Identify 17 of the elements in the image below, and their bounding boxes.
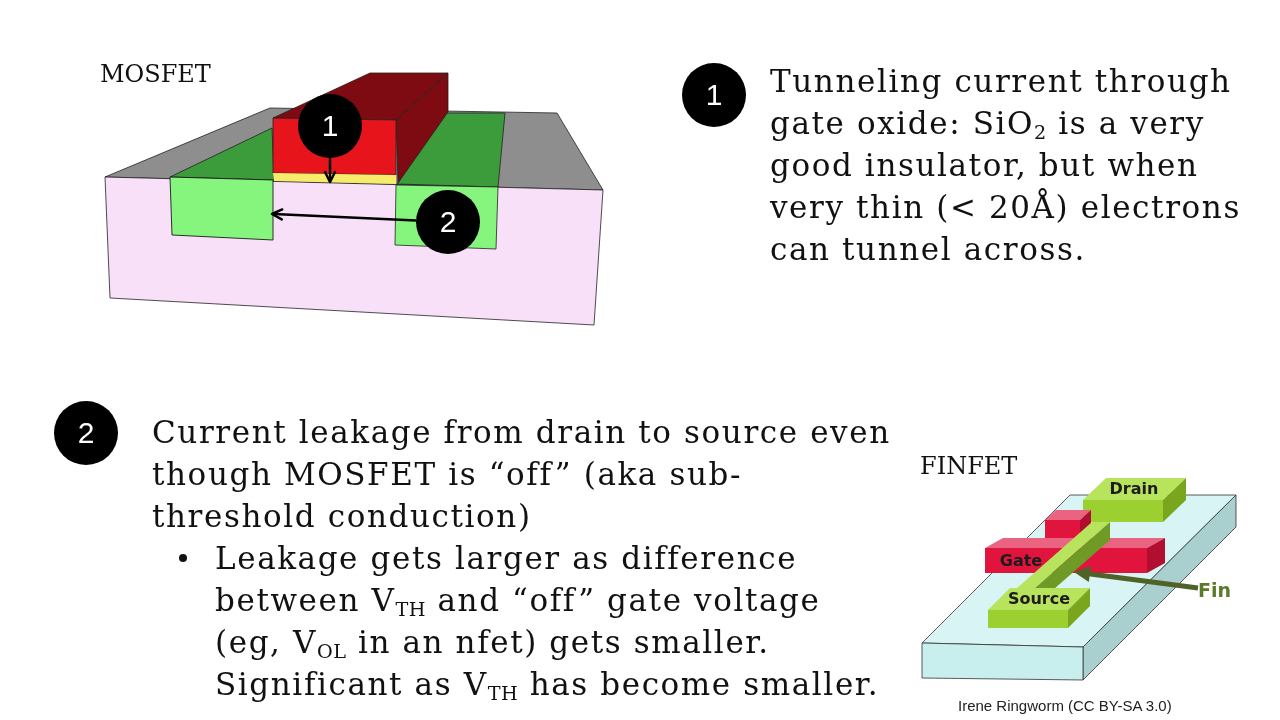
description-text: Tunneling current through gate oxide: SiO$_{2}$ is a very good insulator, but when very thin (< 20Å) electrons can tunnel across. [770,62,1242,269]
drawing-title: FINFET [920,452,1018,480]
block-label: Gate [999,552,1043,570]
drawing-title: MOSFET [100,60,211,88]
bullet-text: Leakage gets larger as difference between V$_{TH}$ and “off” gate voltage (eg, V$_{OL}$ in an nfet) gets smaller. [215,539,822,663]
gate-oxide-layer [273,173,396,184]
arrow [270,208,417,222]
arrow [323,158,337,184]
source-region [169,176,274,241]
image-credit: Irene Ringworm (CC BY-SA 3.0) [958,697,1172,715]
bullet-text: Significant as V$_{TH}$ has become smaller. [215,665,881,705]
block-label: Source [1007,590,1071,608]
callout-number: 2 [54,401,118,465]
part-label: Fin [1198,579,1232,601]
block-label: Drain [1109,480,1159,498]
callout-number: 1 [682,63,746,127]
description-text: Current leakage from drain to source even though MOSFET is “off” (aka sub-threshold conduction) [152,413,892,536]
